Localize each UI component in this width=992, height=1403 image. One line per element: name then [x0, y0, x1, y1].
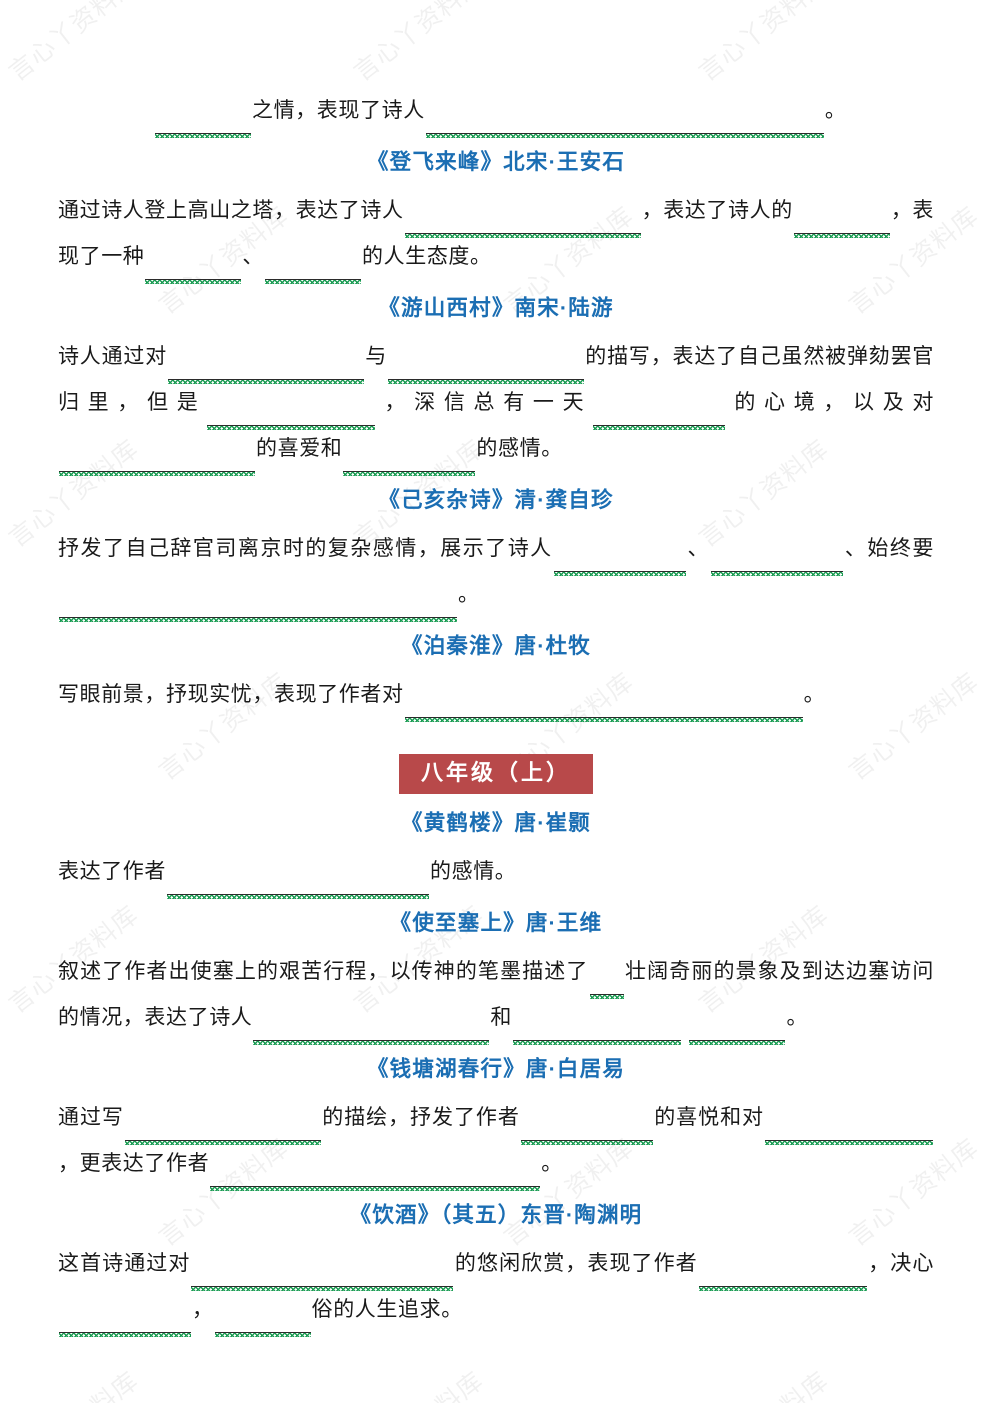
paragraph-text: 和: [490, 1005, 513, 1029]
fill-in-blank[interactable]: [124, 1118, 321, 1145]
paragraph-text: 的感情。: [430, 859, 517, 883]
fill-in-blank[interactable]: [253, 1018, 490, 1045]
fill-in-blank[interactable]: [210, 1164, 541, 1191]
fill-in-blank[interactable]: [388, 357, 585, 385]
paragraph-text: 的心境，以及对: [726, 391, 935, 415]
paragraph-text: ，更表达了作者: [58, 1151, 210, 1175]
poem-title-bo-qin-huai: 《泊秦淮》唐·杜牧: [401, 634, 591, 659]
paragraph-text: 的感情。: [476, 437, 563, 461]
fill-in-blank[interactable]: [59, 1310, 191, 1337]
poem-title-huang-he-lou: 《黄鹤楼》唐·崔颢: [401, 810, 591, 835]
paragraph-text: 。: [803, 683, 826, 707]
paragraph: 通过诗人登上高山之塔，表达了诗人 ，表达了诗人的，表现了一种、 的人生态度。: [58, 188, 935, 285]
paragraph-text: 的喜悦和对: [653, 1105, 764, 1129]
paragraph-text: 。: [458, 583, 480, 607]
fill-in-blank[interactable]: [404, 211, 641, 239]
fill-in-blank[interactable]: [145, 257, 242, 285]
paragraph-text: 。: [786, 1005, 809, 1029]
paragraph-text: ，深信总有一天: [376, 391, 593, 415]
paragraph-text: ，决心: [867, 1251, 934, 1275]
paragraph-text: 、: [686, 537, 711, 561]
paragraph: 诗人通过对 与的描写，表达了自己虽然被弹劾罢官归里，但是，深信总有一天 的心境，以及…: [58, 334, 935, 477]
paragraph-text: 俗的人生追求。: [311, 1297, 463, 1321]
paragraph-text: 诗人通过对: [58, 345, 168, 369]
fill-in-blank[interactable]: [59, 595, 457, 623]
grade-banner: 八年级（上）: [398, 754, 593, 794]
fill-in-blank[interactable]: [191, 1264, 454, 1291]
paragraph: 这首诗通过对 的悠闲欣赏，表现了作者 ，决心 ， 俗的人生追求。: [58, 1241, 934, 1337]
poem-title-you-shan-xi-cun: 《游山西村》南宋·陆游: [378, 296, 614, 321]
spacer: [58, 722, 934, 732]
paragraph-text: 壮阔奇丽的景象及到达边塞访问的情况，表达了诗人: [58, 959, 934, 1029]
paragraph-text: 通过写: [58, 1105, 124, 1129]
fill-in-blank[interactable]: [425, 111, 824, 138]
grade-banner-container: 八年级（上）: [58, 754, 934, 794]
paragraph-text: 写眼前景，抒现实忧，表现了作者对: [58, 683, 404, 707]
fill-in-blank[interactable]: [793, 211, 890, 239]
paragraph-text: [682, 1006, 688, 1029]
paragraph: 叙述了作者出使塞上的艰苦行程，以传神的笔墨描述了壮阔奇丽的景象及到达边塞访问的情…: [58, 949, 934, 1045]
paragraph-text: 的悠闲欣赏，表现了作者: [454, 1251, 698, 1275]
paragraph: 通过写 的描绘，抒发了作者 的喜悦和对 ，更表达了作者 。: [58, 1095, 934, 1191]
paragraph-text: 的人生态度。: [362, 245, 492, 269]
paragraph-text: 之情，表现了诗人: [252, 99, 425, 122]
fill-in-blank[interactable]: [265, 257, 362, 285]
paragraph-text: 表达了作者: [58, 859, 166, 883]
fill-in-blank[interactable]: [168, 357, 365, 385]
fill-in-blank[interactable]: [765, 1118, 933, 1145]
fill-in-blank[interactable]: [155, 111, 251, 138]
fill-in-blank[interactable]: [593, 403, 726, 431]
paragraph-text: 。: [541, 1151, 563, 1175]
paragraph-text: 的喜爱和: [256, 437, 343, 461]
poem-title-shi-zhi-sai-shang: 《使至塞上》唐·王维: [389, 910, 603, 935]
fill-in-blank[interactable]: [553, 549, 686, 577]
fill-in-blank[interactable]: [711, 549, 844, 577]
paragraph-text: 的描写，表达了自己虽然被弹劾罢官归里，但是: [58, 345, 935, 415]
paragraph: 写眼前景，抒现实忧，表现了作者对 。: [58, 672, 934, 723]
fill-in-blank[interactable]: [589, 972, 624, 999]
paragraph-text: 通过诗人登上高山之塔，表达了诗人: [58, 199, 404, 223]
paragraph-text: 抒发了自己辞官司离京时的复杂感情，展示了诗人: [58, 537, 553, 561]
paragraph-text: 的描绘，抒发了作者: [321, 1105, 520, 1129]
paragraph-text: ，表现了一种: [58, 199, 935, 269]
fill-in-blank[interactable]: [698, 1264, 867, 1291]
paragraph-text: 、: [242, 245, 265, 269]
paragraph: 表达了作者 的感情。: [58, 849, 934, 899]
fill-in-blank[interactable]: [214, 1310, 311, 1337]
fill-in-blank[interactable]: [167, 872, 429, 899]
paragraph-text: 这首诗通过对: [58, 1251, 191, 1275]
paragraph-text: 与: [365, 345, 388, 369]
paragraph-text: ，表达了诗人的: [641, 199, 793, 223]
paragraph-text: 。: [824, 99, 847, 122]
poem-title-deng-fei-lai-feng: 《登飞来峰》北宋·王安石: [366, 150, 626, 174]
fill-in-blank[interactable]: [207, 403, 376, 431]
fill-in-blank[interactable]: [343, 449, 476, 477]
fill-in-blank[interactable]: [59, 449, 255, 477]
fill-in-blank[interactable]: [520, 1118, 653, 1145]
paragraph-text: 、始终要: [844, 537, 934, 561]
paragraph-text: 叙述了作者出使塞上的艰苦行程，以传神的笔墨描述了: [58, 959, 589, 983]
fill-in-blank[interactable]: [689, 1018, 786, 1045]
paragraph-text: ，: [192, 1297, 214, 1321]
paragraph: 抒发了自己辞官司离京时的复杂感情，展示了诗人 、 、始终要。: [58, 526, 934, 623]
poem-title-qian-tang-hu-chun-xing: 《钱塘湖春行》唐·白居易: [366, 1056, 626, 1081]
paragraph: 之情，表现了诗人 。: [58, 88, 934, 138]
poem-title-ji-hai-za-shi: 《己亥杂诗》清·龚自珍: [378, 488, 614, 513]
fill-in-blank[interactable]: [404, 695, 803, 723]
fill-in-blank[interactable]: [513, 1018, 682, 1045]
poem-title-yin-jiu: 《饮酒》（其五）东晋·陶渊明: [349, 1202, 643, 1227]
